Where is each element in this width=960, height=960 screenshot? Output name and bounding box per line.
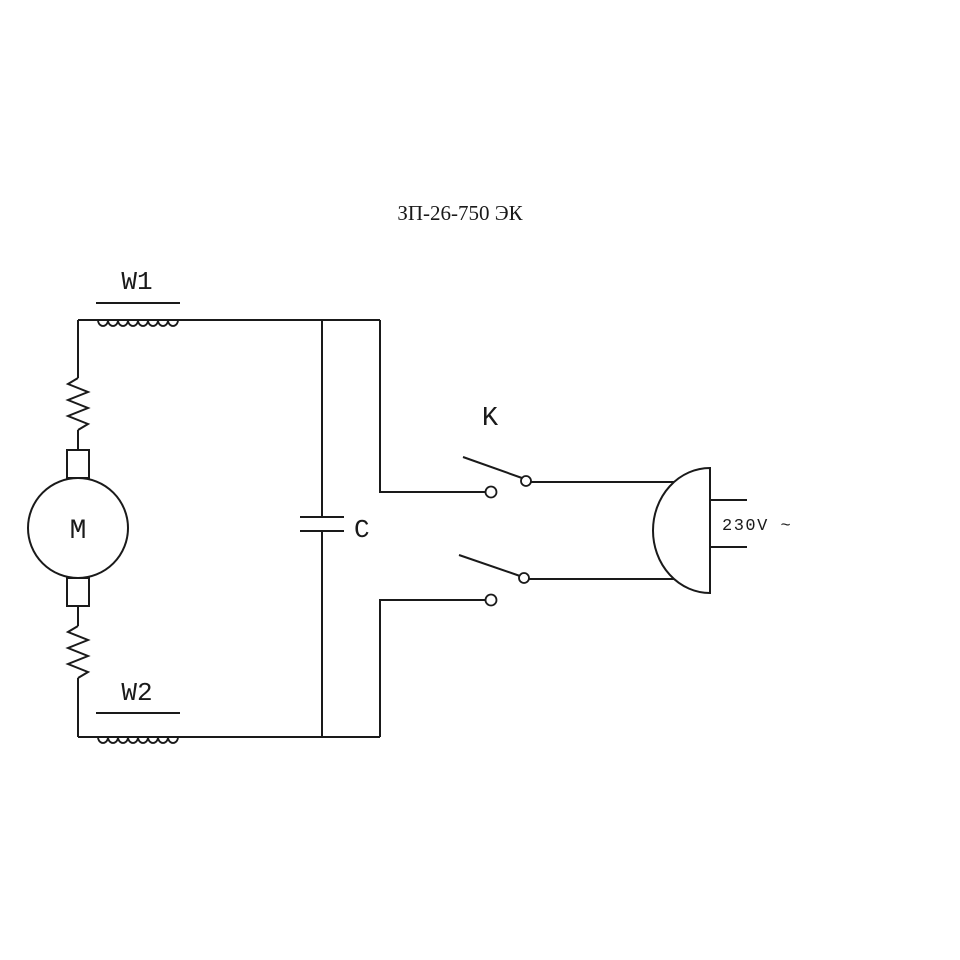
switch-label: K [482, 404, 499, 434]
wire-to-upper-switch [379, 320, 485, 493]
switch-upper-blade [462, 456, 523, 479]
capacitor: C [300, 320, 370, 737]
winding-w2-coil [97, 736, 179, 744]
diagram-title-text: ЗП-26-750 ЭК [397, 201, 523, 225]
switch-upper-pivot [520, 475, 532, 487]
plug: 230V ~ [652, 466, 792, 595]
winding-w1-coil [97, 319, 179, 327]
motor-group: M [27, 377, 129, 679]
resistor-lower [65, 625, 91, 679]
wires [77, 319, 674, 738]
motor-brush-top [66, 449, 90, 479]
wire-to-lower-switch [379, 599, 485, 737]
plug-body [652, 466, 711, 595]
switch-k: K [458, 404, 532, 607]
voltage-label: 230V ~ [722, 517, 792, 536]
winding-w1: W1 [96, 267, 180, 327]
resistor-upper [65, 377, 91, 431]
switch-lower-pivot [518, 572, 530, 584]
switch-upper-fixed-contact [484, 485, 498, 499]
motor-brush-bottom [66, 577, 90, 607]
capacitor-label: C [354, 515, 370, 545]
switch-lower-blade [458, 554, 521, 577]
motor-label: M [70, 516, 87, 547]
switch-lower-fixed-contact [484, 593, 498, 607]
winding-w2: W2 [96, 678, 180, 744]
winding-w2-label: W2 [121, 678, 152, 708]
winding-w1-label: W1 [121, 267, 152, 297]
